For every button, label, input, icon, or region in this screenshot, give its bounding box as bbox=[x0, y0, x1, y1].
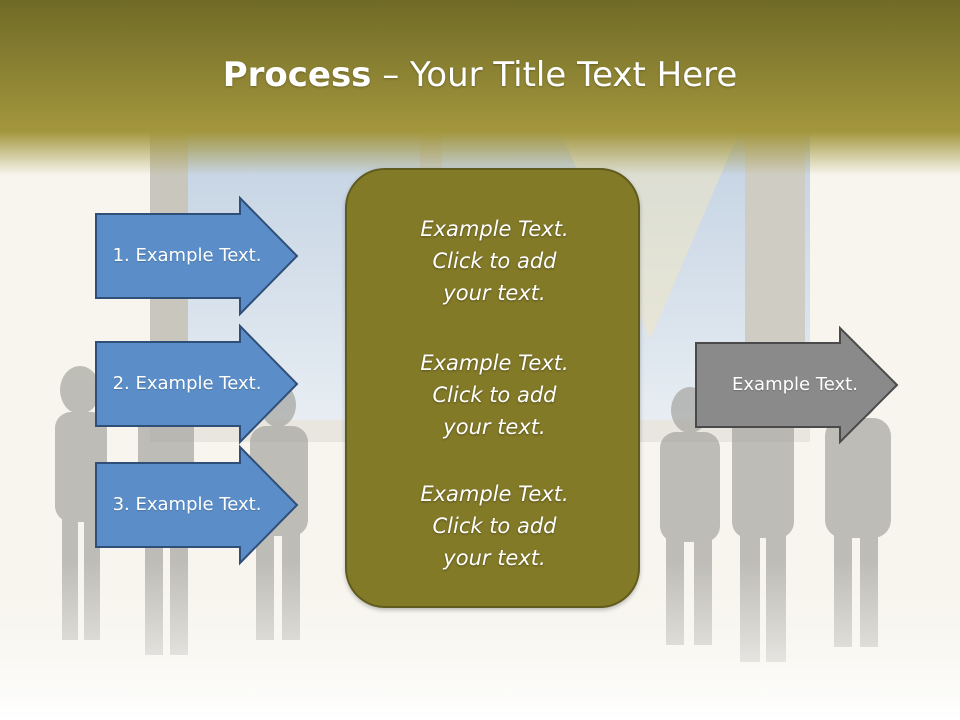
left-arrow-3-label: 3. Example Text. bbox=[112, 494, 262, 515]
left-arrow-2[interactable] bbox=[95, 323, 299, 445]
center-text-box[interactable]: Example Text. Click to add your text. Ex… bbox=[345, 168, 640, 608]
center-block-3-line-3: your text. bbox=[443, 546, 546, 570]
center-block-3-line-1: Example Text. bbox=[420, 482, 569, 506]
left-arrow-2-label: 2. Example Text. bbox=[112, 373, 262, 394]
left-arrow-1[interactable] bbox=[95, 195, 299, 317]
left-arrow-3[interactable] bbox=[95, 444, 299, 566]
center-block-3: Example Text. Click to add your text. bbox=[347, 478, 642, 574]
right-arrow[interactable] bbox=[695, 325, 899, 445]
center-block-3-line-2: Click to add bbox=[432, 514, 557, 538]
center-block-2-line-1: Example Text. bbox=[420, 351, 569, 375]
center-block-1: Example Text. Click to add your text. bbox=[347, 213, 642, 309]
center-block-1-line-1: Example Text. bbox=[420, 217, 569, 241]
center-block-2-line-3: your text. bbox=[443, 415, 546, 439]
title-bold: Process bbox=[222, 55, 372, 95]
center-block-1-line-2: Click to add bbox=[432, 249, 557, 273]
title-rest: – Your Title Text Here bbox=[371, 55, 738, 95]
center-block-2: Example Text. Click to add your text. bbox=[347, 347, 642, 443]
center-block-1-line-3: your text. bbox=[443, 281, 546, 305]
left-arrow-1-label: 1. Example Text. bbox=[112, 245, 262, 266]
center-block-2-line-2: Click to add bbox=[432, 383, 557, 407]
right-arrow-label: Example Text. bbox=[732, 374, 858, 395]
slide-title[interactable]: Process – Your Title Text Here bbox=[0, 50, 960, 100]
